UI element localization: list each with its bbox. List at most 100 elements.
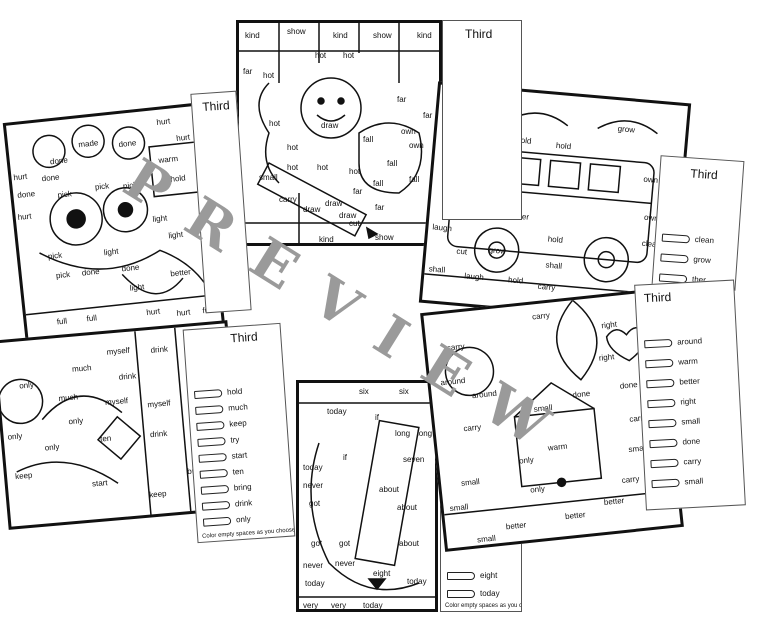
key-word: start	[231, 450, 248, 461]
crayon-icon	[201, 500, 231, 511]
key-word: around	[676, 336, 703, 347]
word-cell: if	[375, 413, 379, 422]
word-cell: fall	[387, 159, 398, 168]
color-key-top: Third	[442, 20, 522, 220]
key-word: done	[682, 436, 701, 447]
key-row: small	[648, 417, 700, 431]
key-caption: Color empty spaces as you choose.	[201, 527, 296, 540]
key-row: done	[649, 437, 700, 451]
key-row: try	[197, 435, 240, 449]
word-cell: shall	[428, 264, 446, 275]
key-row: bring	[200, 482, 252, 497]
crayon-icon	[447, 571, 475, 580]
word-cell: carry	[462, 422, 482, 434]
word-cell: light	[152, 213, 168, 224]
key-row: only	[202, 514, 251, 528]
word-cell: laugh	[463, 271, 485, 283]
crayon-icon	[650, 458, 679, 469]
word-cell: much	[71, 363, 92, 374]
word-cell: hot	[287, 143, 299, 152]
word-cell: hold	[547, 234, 564, 245]
worksheet-bottom-center: six six today if long long today if seve…	[296, 380, 438, 612]
word-cell: pick	[122, 180, 138, 191]
worksheet-drawing	[239, 23, 439, 243]
word-cell: today	[327, 407, 347, 416]
word-cell: today	[407, 577, 427, 586]
word-cell: show	[375, 233, 394, 242]
crayon-icon	[645, 358, 674, 369]
word-cell: today	[303, 463, 323, 472]
word-cell: draw	[339, 211, 357, 220]
worksheet-left: hurt made done hurt hurt done done warm …	[2, 102, 226, 348]
word-cell: kind	[319, 235, 334, 244]
word-cell: hot	[287, 163, 299, 172]
word-cell: only	[529, 484, 546, 495]
word-cell: fall	[373, 179, 384, 188]
crayon-icon	[447, 589, 475, 598]
key-title: Third	[201, 98, 231, 115]
key-title: Third	[465, 27, 493, 41]
worksheet-top-center: kind show kind show kind hot hot far hot…	[236, 20, 442, 246]
word-cell: pick	[57, 189, 73, 200]
key-word: eight	[480, 571, 498, 580]
key-row: start	[198, 450, 247, 464]
crayon-icon	[202, 516, 232, 527]
word-cell: six	[399, 387, 409, 396]
word-cell: only	[7, 431, 23, 442]
word-cell: eight	[373, 569, 391, 578]
word-cell: light	[129, 282, 145, 293]
word-cell: kind	[245, 31, 260, 40]
word-cell: only	[518, 455, 535, 466]
crayon-icon	[660, 253, 689, 264]
word-cell: hurt	[175, 132, 191, 143]
key-word: better	[679, 376, 700, 387]
word-cell: carry	[621, 474, 640, 486]
crayon-icon	[647, 398, 676, 409]
word-cell: own	[643, 174, 659, 185]
word-cell: if	[343, 453, 347, 462]
word-cell: much	[58, 392, 79, 404]
key-word: today	[480, 589, 500, 598]
worksheet-drawing	[299, 402, 435, 598]
crayon-icon	[644, 338, 673, 349]
word-cell: fall	[409, 175, 420, 184]
key-row: grow	[660, 252, 711, 266]
word-cell: small	[460, 476, 481, 488]
word-cell: hot	[349, 167, 361, 176]
worksheet-drawing	[444, 299, 684, 516]
key-caption: Color empty spaces as you choose.	[445, 603, 522, 609]
word-cell: hot	[343, 51, 355, 60]
key-word: clean	[694, 234, 715, 246]
word-cell: hurt	[156, 116, 171, 127]
word-cell: six	[359, 387, 369, 396]
word-cell: draw	[325, 199, 343, 208]
word-cell: far	[397, 95, 407, 104]
word-cell: done	[118, 138, 137, 150]
word-cell: got	[339, 539, 351, 548]
word-cell: hurt	[13, 171, 28, 183]
word-cell: drink	[118, 371, 137, 382]
word-cell: done	[572, 388, 591, 400]
key-word: small	[684, 476, 704, 487]
key-word: hold	[226, 386, 243, 397]
worksheet-bottom-left: only much myself drink drink much drink …	[0, 320, 244, 530]
crayon-icon	[199, 468, 229, 479]
worksheet-drawing	[0, 327, 193, 521]
key-title: Third	[643, 289, 672, 306]
word-cell: small	[259, 173, 278, 182]
key-row: ten	[199, 467, 244, 481]
word-cell: shall	[545, 260, 563, 271]
word-cell: never	[303, 561, 324, 570]
word-cell: far	[353, 187, 363, 196]
crayon-icon	[649, 438, 678, 449]
word-cell: long	[395, 429, 411, 438]
word-cell: hurt	[176, 307, 191, 318]
key-row: keep	[196, 418, 247, 432]
word-cell: far	[423, 111, 433, 120]
crayon-icon	[651, 478, 680, 489]
key-word: warm	[678, 356, 699, 367]
crayon-icon	[200, 484, 230, 495]
crayon-icon	[661, 233, 691, 244]
key-row: around	[644, 336, 702, 350]
key-word: ten	[232, 466, 245, 477]
